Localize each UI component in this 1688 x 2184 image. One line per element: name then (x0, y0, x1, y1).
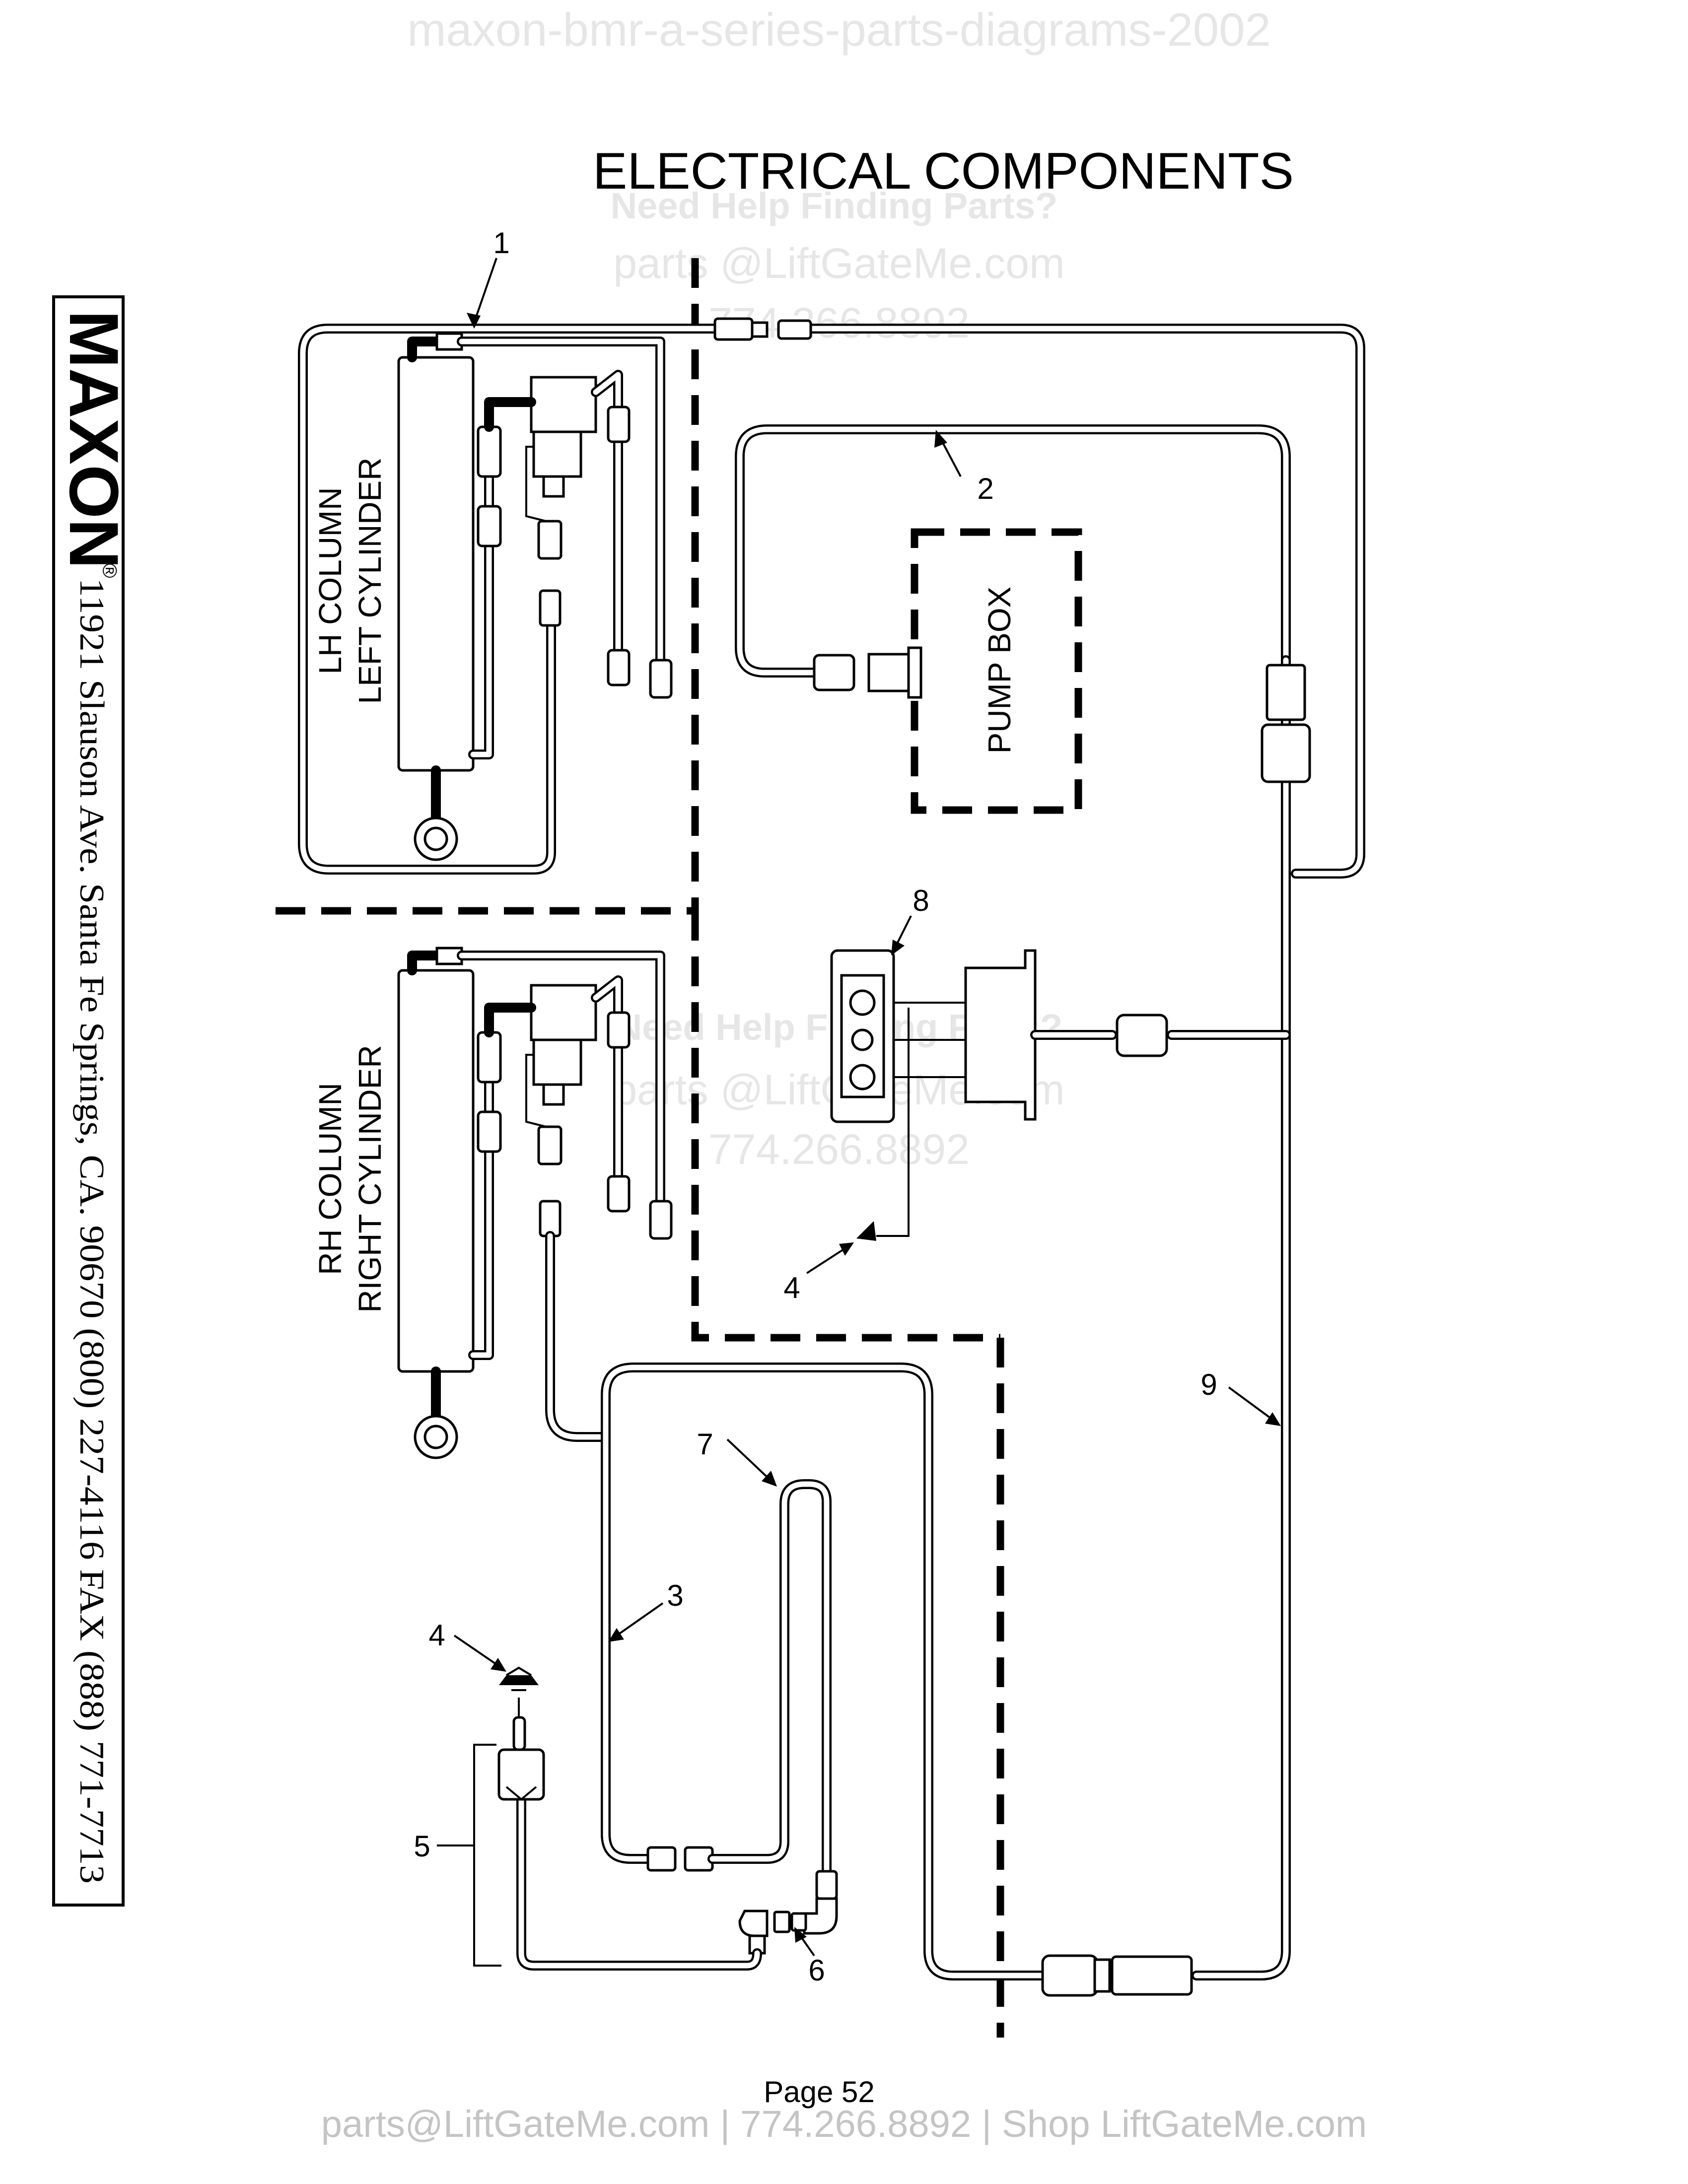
pump-connector-plug (813, 654, 855, 691)
switch-terminal-1 (849, 989, 876, 1016)
connector-1b (751, 321, 769, 338)
connector-1c (777, 319, 812, 340)
callout-5: 5 (414, 1830, 430, 1863)
page-number: Page 52 (764, 2075, 875, 2109)
rh-column-labels: RH COLUMN RIGHT CYLINDER (312, 1045, 388, 1312)
rh-solenoid-base (542, 1083, 565, 1106)
diagram-title: ELECTRICAL COMPONENTS (593, 142, 1294, 200)
harness-bottom-plug (1041, 1954, 1099, 1997)
maxon-logo: MAXON (55, 310, 133, 569)
callout-1: 1 (493, 226, 509, 260)
sidebar-address: 11921 Slauson Ave. Santa Fe Springs, CA.… (72, 578, 111, 1884)
separator-vertical-middle (691, 911, 1000, 1342)
lh-cylinder-assembly (397, 332, 673, 861)
limit-switch-plunger (512, 1716, 526, 1751)
switch-terminal-3 (849, 1064, 876, 1091)
harness-7 (707, 1479, 838, 1935)
bracket-5 (473, 1744, 501, 1967)
lh-hose-fitting-mid (607, 406, 631, 443)
rh-hose-fitting-left (477, 1031, 502, 1084)
lh-hose-fitting-right (649, 659, 673, 699)
left-cylinder-label: LEFT CYLINDER (352, 458, 388, 704)
callout-9: 9 (1200, 1368, 1217, 1401)
lh-cylinder-body (397, 356, 475, 772)
callout-8: 8 (913, 884, 929, 917)
callout-3: 3 (667, 1579, 683, 1612)
harness-9-connector-lower (1261, 723, 1311, 783)
lh-hose-fitting-bottom (607, 649, 631, 686)
callout-7: 7 (697, 1428, 713, 1461)
rh-connector-plug (537, 1125, 563, 1165)
harness-7-elbow (803, 1897, 838, 1935)
harness-2 (735, 424, 1291, 699)
lh-solenoid-base (542, 475, 565, 498)
lh-connector-plug (537, 520, 563, 560)
harness-9 (1111, 655, 1311, 1996)
watermark-footer: parts@LiftGateMe.com | 774.266.8892 | Sh… (321, 2103, 1367, 2145)
right-cylinder-label: RIGHT CYLINDER (352, 1045, 388, 1312)
lh-connector-socket (539, 589, 562, 627)
harness-3 (545, 1231, 1111, 1997)
switch-bracket (964, 949, 1037, 1121)
callout-2: 2 (977, 472, 993, 505)
ground-4-lower (499, 1675, 539, 1685)
lh-column-label: LH COLUMN (312, 487, 348, 675)
pump-box-label: PUMP BOX (982, 587, 1017, 754)
rh-cylinder-body (397, 969, 475, 1373)
rh-solenoid (532, 1038, 582, 1086)
harness-1 (298, 317, 1365, 879)
callout-6: 6 (808, 1954, 825, 1987)
harness-3-connector (646, 1846, 677, 1872)
limit-switch-body (497, 1748, 545, 1801)
harness-bottom-plug-ring (1093, 1958, 1111, 1993)
watermark-phone-2: 774.266.8892 (708, 1126, 970, 1173)
part-6-elbow-left (738, 1910, 769, 1937)
callout-4-upper: 4 (783, 1271, 800, 1304)
sidebar-frame (52, 295, 125, 1907)
pump-connector-socket (867, 653, 915, 692)
harness-7-end-fitting (815, 1870, 838, 1900)
lh-column-labels: LH COLUMN LEFT CYLINDER (312, 458, 388, 704)
registered-mark: ® (98, 563, 120, 578)
watermark-top: maxon-bmr-a-series-parts-diagrams-2002 (407, 3, 1271, 56)
harness-9-connector-right (1116, 1014, 1168, 1057)
pump-connector-pins (907, 646, 922, 699)
rh-hose-fitting-mid (607, 1011, 631, 1049)
switch-terminal-2 (851, 1028, 874, 1051)
sidebar-text-group: MAXON ® 11921 Slauson Ave. Santa Fe Spri… (55, 310, 133, 1884)
callout-numbers: 1 2 3 4 4 5 6 7 8 9 (414, 226, 1217, 1987)
switch-assembly-8 (830, 949, 1117, 1241)
harness-9-connector-bottom (1111, 1955, 1193, 1996)
rh-hose-fitting-bottom (607, 1175, 631, 1213)
rh-hose-fitting-left-2 (477, 1110, 502, 1153)
watermark-email-1: parts @LiftGateMe.com (613, 240, 1064, 287)
leader-lines (437, 258, 1281, 1957)
lh-solenoid (532, 430, 582, 478)
rh-hose-fitting-right (649, 1200, 673, 1240)
part-6-connector-a (773, 1911, 791, 1933)
rh-valve-block (530, 984, 597, 1041)
lh-cylinder-eye-inner (423, 826, 448, 851)
harness-9-connector-top (1266, 664, 1306, 721)
ground-4-upper (856, 1221, 876, 1241)
lh-valve-block (530, 376, 597, 433)
rh-column-label: RH COLUMN (312, 1083, 348, 1275)
lh-hose-fitting-left (477, 425, 502, 478)
lh-hose-fitting-left-2 (477, 505, 502, 547)
part-6-connector-b (790, 1912, 807, 1932)
callout-4-lower: 4 (428, 1619, 445, 1652)
rh-cylinder-assembly (397, 947, 673, 1459)
connector-1a (713, 317, 754, 341)
rh-cylinder-eye-inner (423, 1425, 448, 1449)
watermark-help-1: Need Help Finding Parts? (611, 185, 1057, 226)
rh-connector-socket (539, 1200, 562, 1237)
limit-switch-assembly (473, 1666, 807, 1971)
